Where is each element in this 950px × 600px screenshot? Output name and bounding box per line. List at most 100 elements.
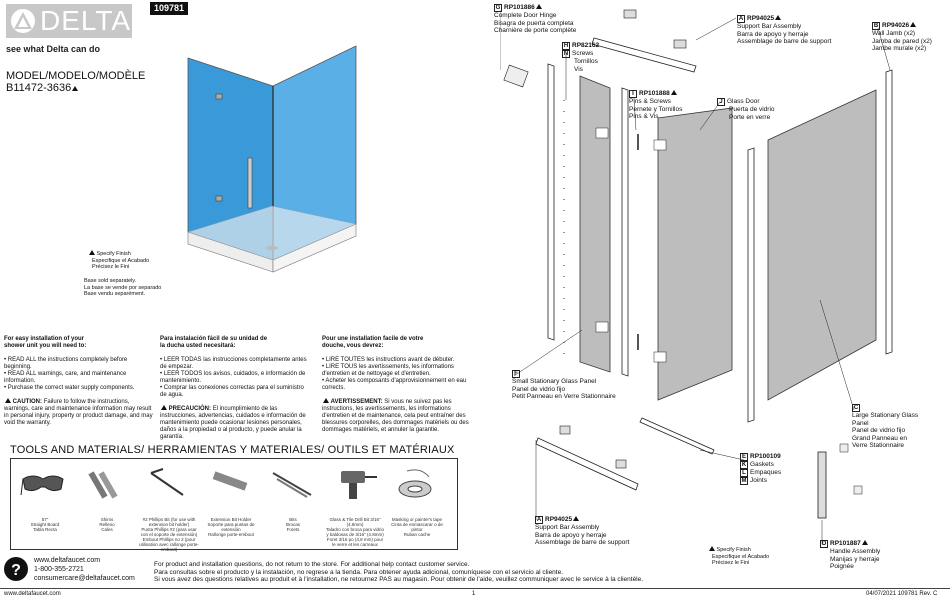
install-fr-item: • Acheter les composants d'approvisionne… <box>322 378 467 391</box>
part-letter: A <box>737 15 745 23</box>
drill-icon <box>341 471 377 499</box>
specify-finish-note: Specify Finish Especifique el Acabado Pr… <box>88 250 149 271</box>
wall-jamb-left <box>547 63 555 341</box>
base-note-fr: Base vendu separément. <box>84 291 146 297</box>
part-desc: Small Stationary Glass Panel <box>512 378 597 385</box>
caution-text: Failure to follow the instructions, warn… <box>4 399 153 426</box>
part-letter: H <box>562 42 570 50</box>
part-desc: Handle Assembly <box>830 548 881 555</box>
part-letter: D <box>820 540 828 548</box>
tool-item: Glass & Tile Drill Bit 3/16" (4.8mm) Tal… <box>325 459 385 549</box>
specify-finish-es: Especifique el Acabado <box>92 257 150 264</box>
support-bar-bottom <box>535 437 639 491</box>
part-number: RP101886 <box>504 4 535 11</box>
part-desc: Charnière de porte complète <box>494 27 577 34</box>
screwdriver-icon <box>150 468 184 496</box>
part-desc: Support Bar Assembly <box>535 524 600 531</box>
bottom-bar: www.deltafaucet.com 1 04/07/2021 109781 … <box>0 588 950 600</box>
delta-logo: DELTA <box>6 4 132 38</box>
specify-finish-note-2: Specify Finish Especifique el Acabado Pr… <box>708 546 769 567</box>
install-es-subtitle: la ducha usted necesitará: <box>160 343 236 349</box>
website-link[interactable]: www.deltafaucet.com <box>34 557 101 564</box>
part-desc: Wall Jamb (x2) <box>872 30 916 37</box>
install-es-item: • LEER TODOS los avisos, cuidados, e inf… <box>160 371 306 384</box>
model-number: B11472-3636 <box>6 82 72 94</box>
tool-label: Shims Relleno Cales <box>99 517 115 532</box>
install-fr-item: • LIRE TOUS les avertissements, les info… <box>322 364 454 377</box>
precaucion-text: El incumplimiento de las instrucciones, … <box>160 406 306 440</box>
warning-triangle-icon <box>5 398 11 403</box>
part-desc: Petit Panneau en Verre Stationnaire <box>512 393 616 400</box>
caution-label: CAUTION: <box>12 399 43 405</box>
part-number: RP101887 <box>830 540 861 547</box>
part-number: RP94025 <box>545 516 573 523</box>
part-letter: B <box>872 22 880 30</box>
part-number: RP94025 <box>747 15 775 22</box>
install-en-subtitle: shower unit you will need to: <box>4 343 87 349</box>
warning-triangle-icon <box>709 546 715 551</box>
screws-icon <box>88 471 118 499</box>
part-desc: Pins & Screws <box>629 98 671 105</box>
support-es: Para consultas sobre el producto y la in… <box>154 568 564 576</box>
support-en: For product and installation questions, … <box>154 561 470 568</box>
warning-triangle-icon <box>161 405 167 410</box>
shower-enclosure-illustration <box>187 45 357 273</box>
warning-triangle-icon <box>535 4 542 9</box>
bottom-website[interactable]: www.deltafaucet.com <box>4 591 61 597</box>
exploded-parts-diagram <box>500 9 893 544</box>
part-letter: J <box>717 98 725 106</box>
part-desc: Support Bar Assembly <box>737 23 802 30</box>
part-desc: Barra de apoyo y herraje <box>737 30 809 38</box>
install-fr-item: • LIRE TOUTES les instructions avant de … <box>322 357 455 363</box>
model-number-row: B11472-3636 <box>6 82 145 94</box>
warning-triangle-icon <box>775 15 782 20</box>
part-desc: Panel de vidrio fijo <box>852 427 906 434</box>
install-en-item: • READ ALL warnings, care, and maintenan… <box>4 371 127 384</box>
date-revision: 04/07/2021 109781 Rev. C <box>866 591 938 597</box>
tool-item: Shims Relleno Cales <box>77 459 137 549</box>
warning-triangle-icon <box>323 398 329 403</box>
specify-finish-es: Especifique el Acabado <box>712 553 770 560</box>
drill-bits-icon <box>272 472 312 498</box>
wall-jamb-right <box>885 69 893 355</box>
part-letter: G <box>494 4 502 12</box>
doc-number: 109781 <box>150 2 189 15</box>
tool-label: Extension Bit Holder Soporte para puntas… <box>207 517 255 537</box>
support-bar-top <box>591 37 697 73</box>
part-letter: I <box>629 90 637 98</box>
delta-triangle-icon <box>11 9 35 33</box>
part-desc: Jamba de pared (x2) <box>872 37 932 45</box>
part-letter: E <box>740 453 748 461</box>
base-note-es: La base se vende por separado <box>84 284 162 291</box>
part-desc: Pins & Vis <box>629 113 659 120</box>
part-desc: Panel de vidrio fijo <box>512 385 566 393</box>
hinge-part <box>503 64 529 88</box>
specify-finish-fr: Précisez le Fini <box>712 560 750 566</box>
part-desc: Vis <box>574 65 583 73</box>
email-link[interactable]: consumercare@deltafaucet.com <box>34 575 135 582</box>
tool-item: Bits Brocas Forets <box>263 459 323 549</box>
tools-box: 57" Straight Board Tabla Recta Shims Rel… <box>10 458 458 552</box>
warning-triangle-icon <box>573 516 580 521</box>
tool-label: Bits Brocas Forets <box>285 517 300 532</box>
part-desc: Assemblage de barre de support <box>737 38 832 45</box>
extension-bit-icon <box>212 471 248 491</box>
glass-door <box>657 107 733 401</box>
part-letter: F <box>512 370 520 378</box>
footer-contact: www.deltafaucet.com 1-800-355-2721 consu… <box>34 556 135 583</box>
handle-part <box>817 451 827 519</box>
part-letter: N <box>562 50 570 58</box>
part-desc: Bisagra de puerta completa <box>494 19 574 27</box>
part-desc: Puerta de vidrio <box>729 106 775 113</box>
